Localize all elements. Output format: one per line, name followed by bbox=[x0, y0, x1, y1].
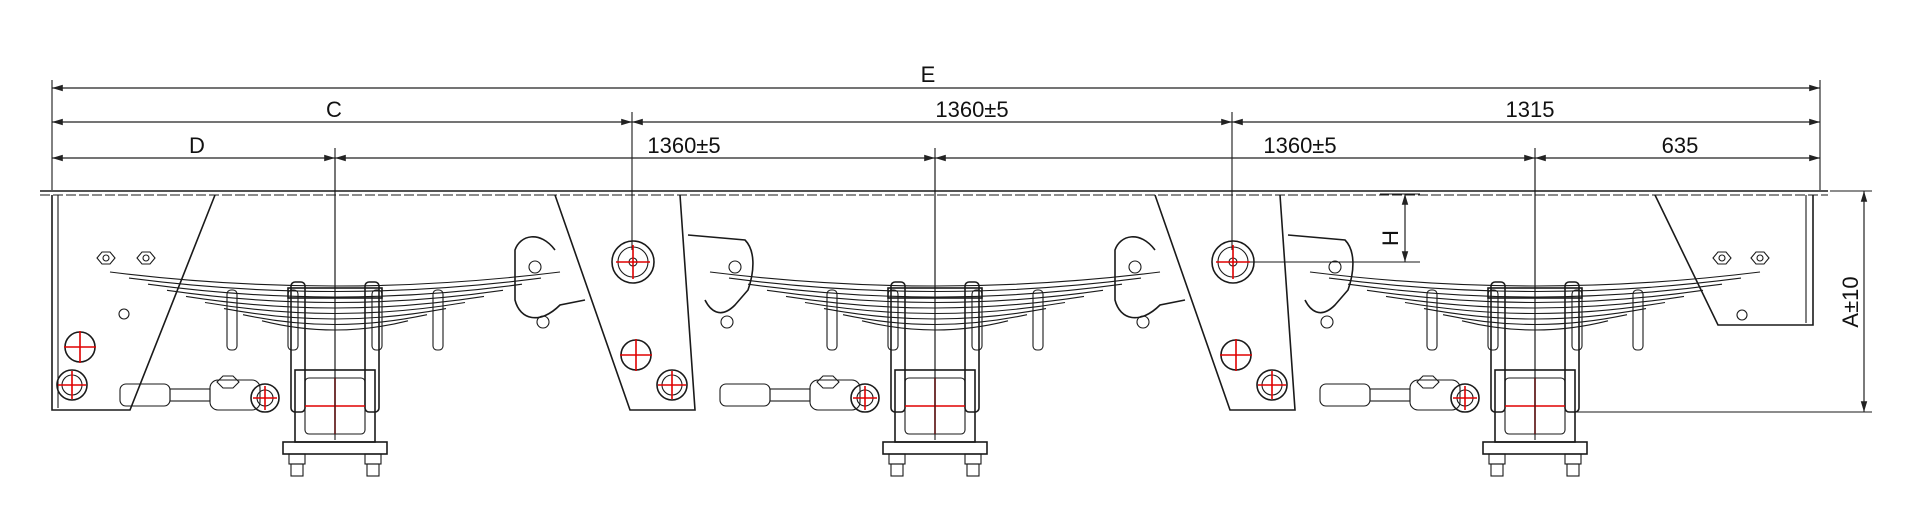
front-hanger bbox=[51, 194, 216, 411]
dim-label-spacing-1: 1360±5 bbox=[935, 97, 1008, 122]
dim-label-overall: E bbox=[921, 62, 936, 87]
axle-assembly-3 bbox=[1309, 158, 1761, 477]
spring-clip bbox=[971, 289, 983, 351]
rear-hanger bbox=[1654, 194, 1814, 326]
dim-label-d: D bbox=[189, 133, 205, 158]
bolt-icon bbox=[1750, 251, 1770, 265]
spring-clip bbox=[432, 289, 444, 351]
u-bolt bbox=[1490, 281, 1506, 413]
bolt-icon bbox=[96, 251, 116, 265]
middle-hanger-2 bbox=[1114, 194, 1354, 411]
spring-clip bbox=[826, 289, 838, 351]
middle-hanger-1 bbox=[514, 194, 754, 411]
spring-clip bbox=[1571, 289, 1583, 351]
torque-arm bbox=[719, 375, 880, 413]
u-bolt bbox=[1564, 281, 1580, 413]
dim-label-spacing-2: 1360±5 bbox=[647, 133, 720, 158]
dim-label-1315: 1315 bbox=[1506, 97, 1555, 122]
axle-assembly-2 bbox=[709, 158, 1161, 477]
dim-label-635: 635 bbox=[1662, 133, 1699, 158]
u-bolt bbox=[290, 281, 306, 413]
torque-arm bbox=[1319, 375, 1480, 413]
u-bolt bbox=[890, 281, 906, 413]
dimension-lines: E C 1360±5 1315 D 1360±5 1360±5 635 A±10… bbox=[51, 62, 1872, 420]
frame-beam bbox=[40, 190, 1828, 196]
u-bolt bbox=[964, 281, 980, 413]
u-bolt bbox=[364, 281, 380, 413]
spring-clip bbox=[887, 289, 899, 351]
spring-clip bbox=[1032, 289, 1044, 351]
spring-clip bbox=[1487, 289, 1499, 351]
spring-clip bbox=[1632, 289, 1644, 351]
axle-assemblies bbox=[109, 158, 1761, 477]
spring-clip bbox=[287, 289, 299, 351]
torque-arm bbox=[119, 375, 280, 413]
bolt-icon bbox=[136, 251, 156, 265]
spring-clip bbox=[371, 289, 383, 351]
spring-clip bbox=[226, 289, 238, 351]
dim-label-height: A±10 bbox=[1838, 276, 1863, 327]
dim-label-c: C bbox=[326, 97, 342, 122]
dim-label-hanger: H bbox=[1378, 230, 1403, 246]
bolt-icon bbox=[1712, 251, 1732, 265]
dim-label-spacing-3: 1360±5 bbox=[1263, 133, 1336, 158]
axle-assembly-1 bbox=[109, 158, 561, 477]
spring-clip bbox=[1426, 289, 1438, 351]
